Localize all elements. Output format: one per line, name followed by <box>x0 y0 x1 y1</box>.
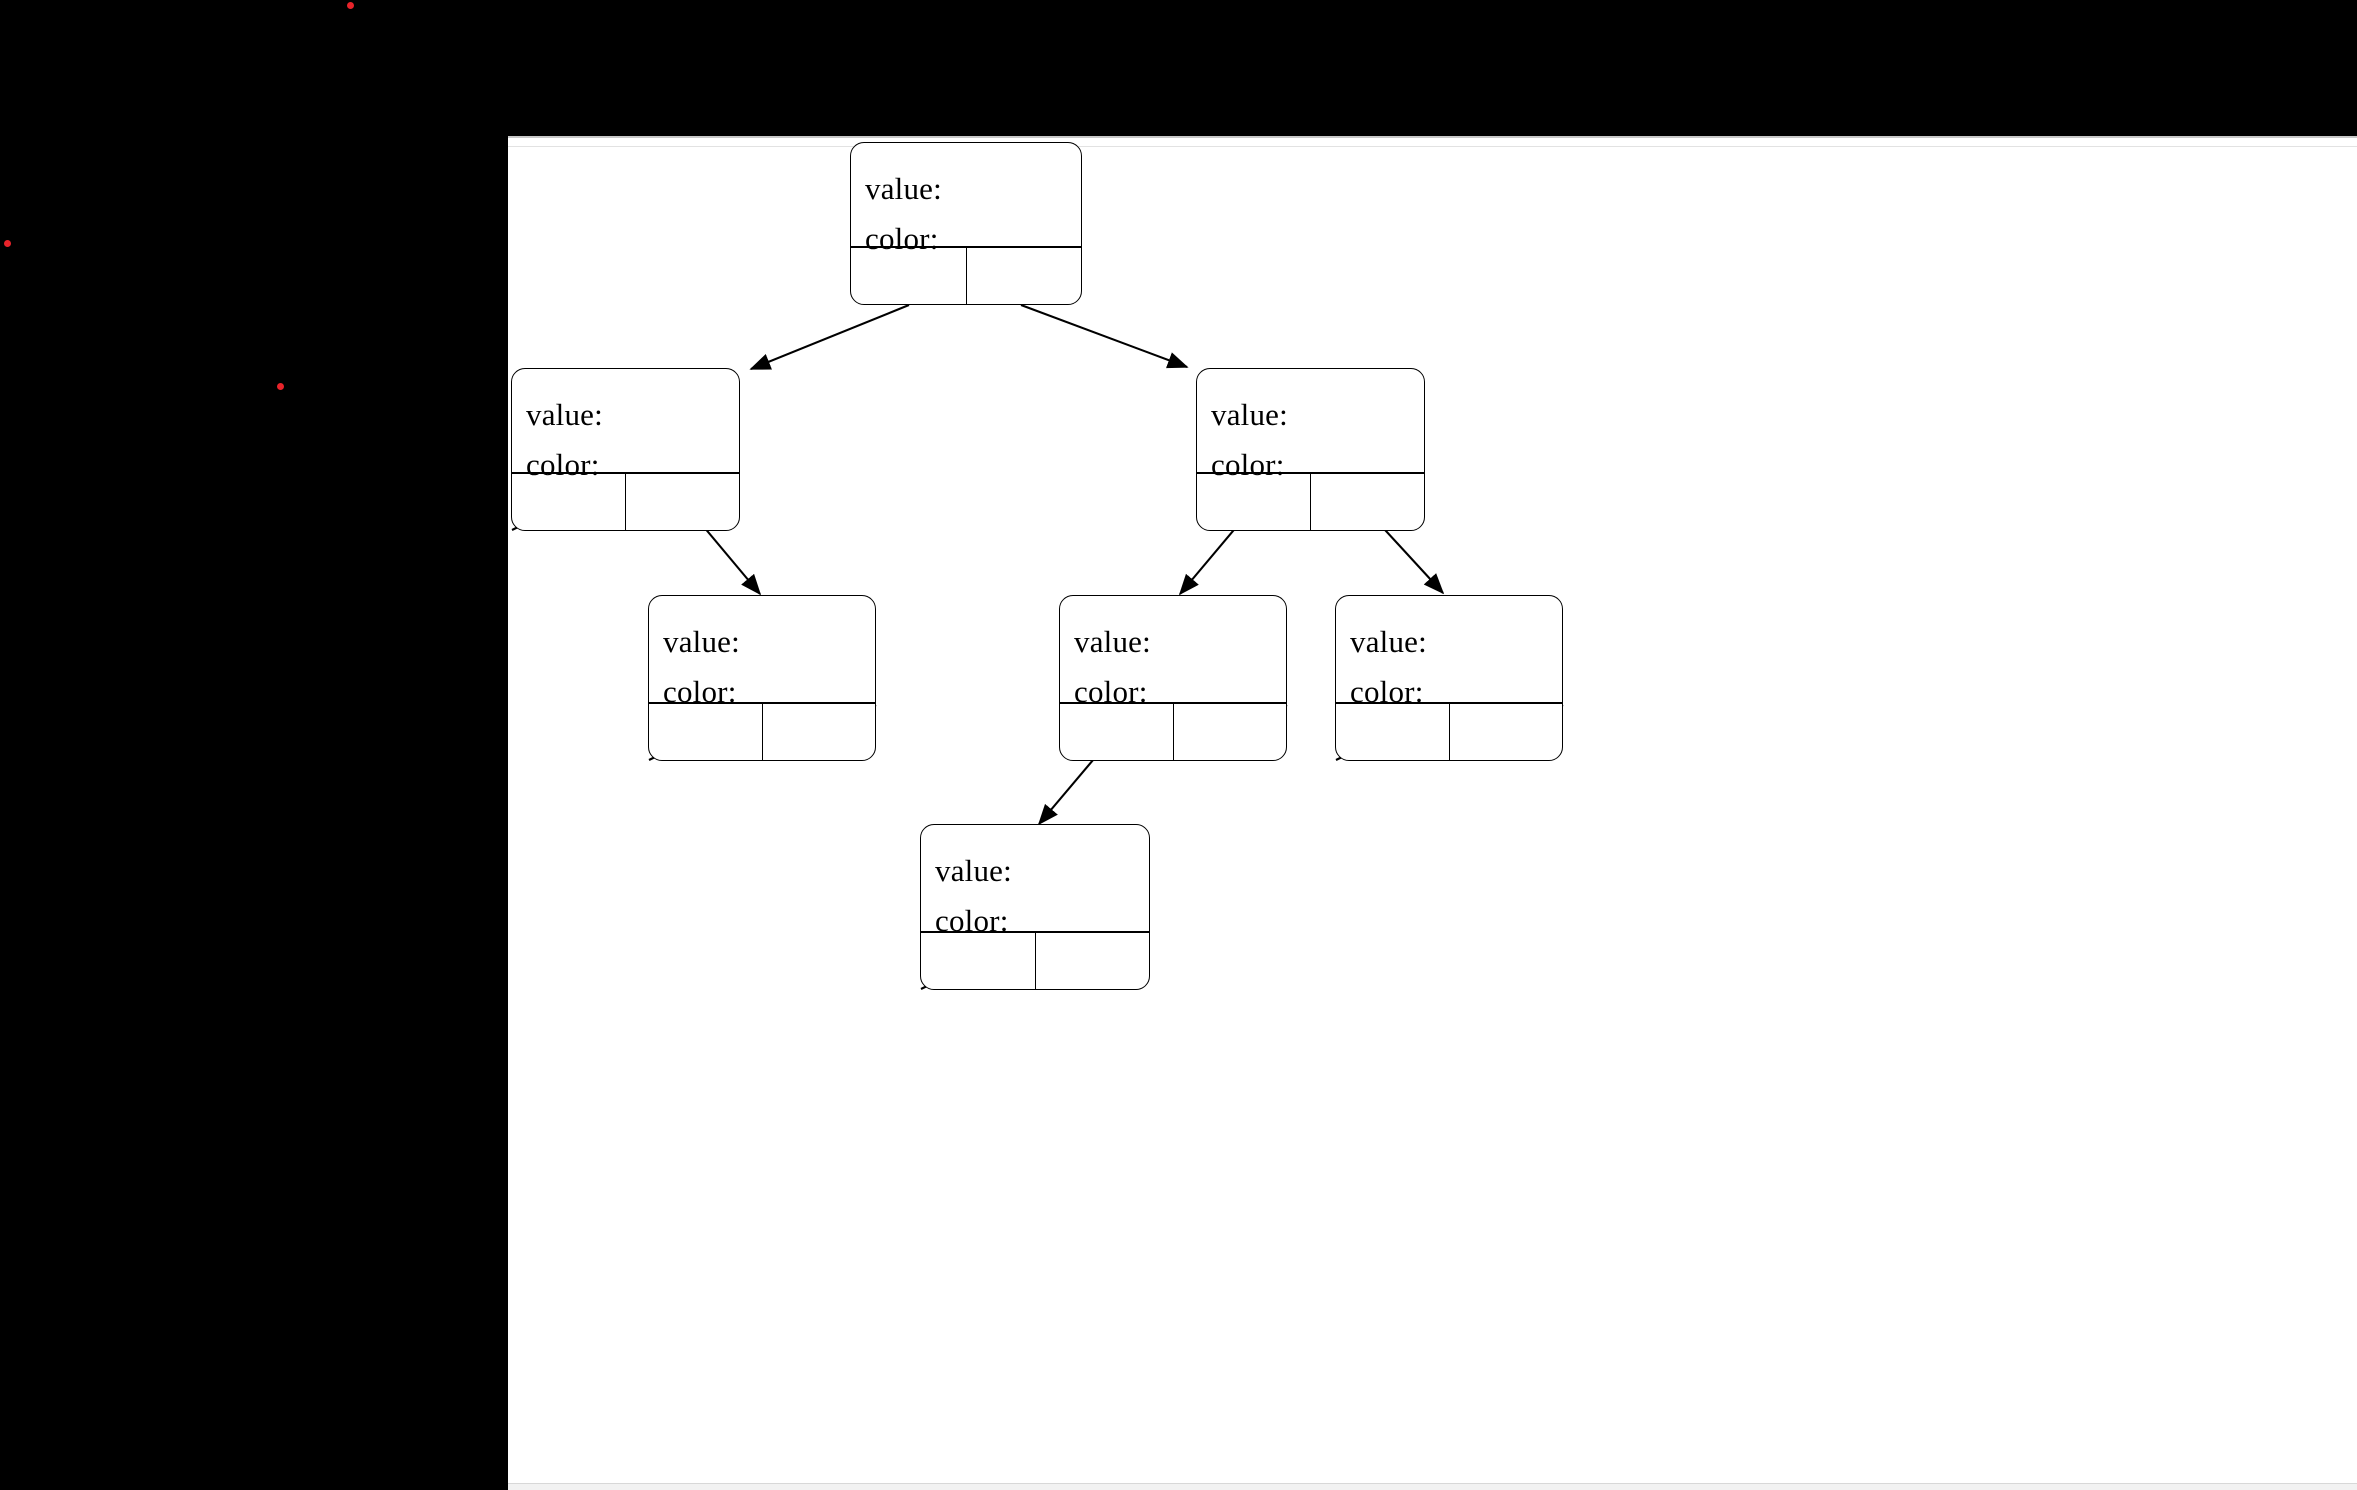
node-body: value: color: <box>1060 596 1286 709</box>
left-pointer-cell[interactable] <box>1060 704 1174 760</box>
right-pointer-cell[interactable] <box>967 248 1082 304</box>
node-value-label: value: <box>1350 624 1427 659</box>
node-pointer-row <box>512 472 739 530</box>
node-body: value: color: <box>512 369 739 480</box>
marker-dot-1 <box>347 2 354 9</box>
node-color-label: color: <box>663 674 737 709</box>
tree-node-deep[interactable]: value: color: <box>920 824 1150 990</box>
edge-root-to-right <box>1020 304 1189 369</box>
left-pointer-cell-null[interactable] <box>649 704 763 760</box>
node-color-label: color: <box>935 903 1009 938</box>
node-color-label: color: <box>1350 674 1424 709</box>
tree-node-left-right[interactable]: value: color: <box>648 595 876 761</box>
tree-node-left[interactable]: value: color: <box>511 368 740 531</box>
node-pointer-row <box>921 931 1149 989</box>
left-pointer-cell-null[interactable] <box>512 474 626 530</box>
left-pointer-cell[interactable] <box>851 248 967 304</box>
node-pointer-row <box>851 246 1081 304</box>
node-pointer-row <box>1336 702 1562 760</box>
left-pointer-cell[interactable] <box>1197 474 1311 530</box>
node-pointer-row <box>1197 472 1424 530</box>
node-color-label: color: <box>526 447 600 482</box>
tree-node-root[interactable]: value: color: <box>850 142 1082 305</box>
left-pointer-cell-null[interactable] <box>1336 704 1450 760</box>
edge-layer <box>511 304 1564 990</box>
node-body: value: color: <box>1197 369 1424 480</box>
tree-node-right-right[interactable]: value: color: <box>1335 595 1563 761</box>
node-value-label: value: <box>526 397 603 432</box>
node-value-label: value: <box>1211 397 1288 432</box>
right-pointer-cell-null[interactable] <box>1174 704 1287 760</box>
node-body: value: color: <box>649 596 875 709</box>
right-pointer-cell[interactable] <box>626 474 739 530</box>
node-value-label: value: <box>935 853 1012 888</box>
diagram-canvas[interactable]: value: color: value: color: value: c <box>508 136 2357 1490</box>
node-value-label: value: <box>663 624 740 659</box>
node-pointer-row <box>649 702 875 760</box>
edge-root-to-left <box>749 304 910 370</box>
node-color-label: color: <box>1211 447 1285 482</box>
node-color-label: color: <box>1074 674 1148 709</box>
node-body: value: color: <box>1336 596 1562 709</box>
left-pointer-cell-null[interactable] <box>921 933 1036 989</box>
canvas-bottom-divider <box>508 1483 2357 1490</box>
marker-dot-3 <box>277 383 284 390</box>
right-pointer-cell-null[interactable] <box>763 704 876 760</box>
node-value-label: value: <box>865 171 942 206</box>
tree-node-right[interactable]: value: color: <box>1196 368 1425 531</box>
node-pointer-row <box>1060 702 1286 760</box>
right-pointer-cell-null[interactable] <box>1450 704 1563 760</box>
node-color-label: color: <box>865 221 939 256</box>
tree-node-right-left[interactable]: value: color: <box>1059 595 1287 761</box>
node-body: value: color: <box>851 143 1081 254</box>
marker-dot-2 <box>4 240 11 247</box>
canvas-top-divider <box>508 136 2357 147</box>
node-value-label: value: <box>1074 624 1151 659</box>
right-pointer-cell[interactable] <box>1311 474 1424 530</box>
node-body: value: color: <box>921 825 1149 938</box>
right-pointer-cell-null[interactable] <box>1036 933 1150 989</box>
